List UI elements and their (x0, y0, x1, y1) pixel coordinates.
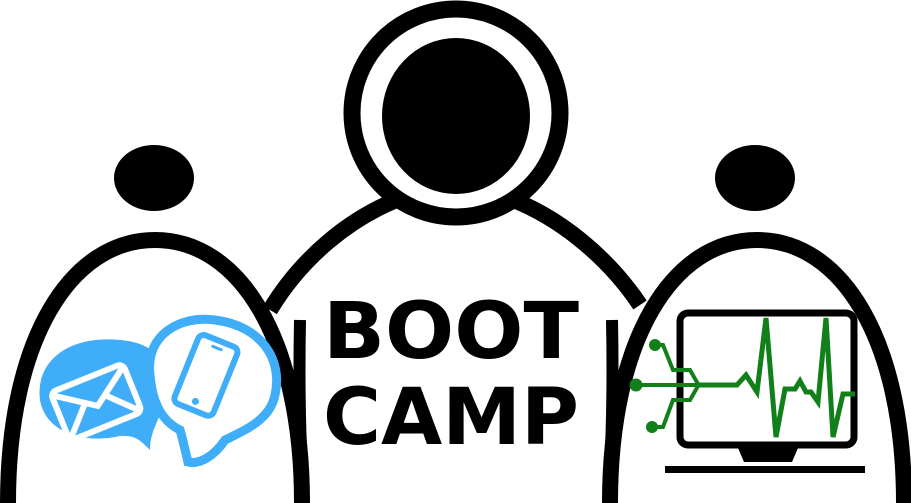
monitor-stand-icon (738, 448, 798, 462)
monitor-screen (676, 309, 858, 449)
phone-bubble (145, 314, 282, 468)
left-head (114, 145, 194, 211)
right-head (715, 145, 795, 211)
left-figure (0, 145, 310, 503)
monitor-heartbeat-icon (629, 309, 865, 473)
title-line-camp: CAMP (323, 373, 579, 463)
center-head (382, 38, 530, 194)
messaging-bubbles-icon (39, 314, 282, 468)
heartbeat-line-icon (698, 317, 855, 438)
center-figure (263, 0, 647, 503)
title-line-boot: BOOT (323, 287, 579, 377)
envelope-icon (49, 362, 144, 443)
smartphone-icon (171, 332, 241, 419)
monitor-base (665, 466, 865, 473)
